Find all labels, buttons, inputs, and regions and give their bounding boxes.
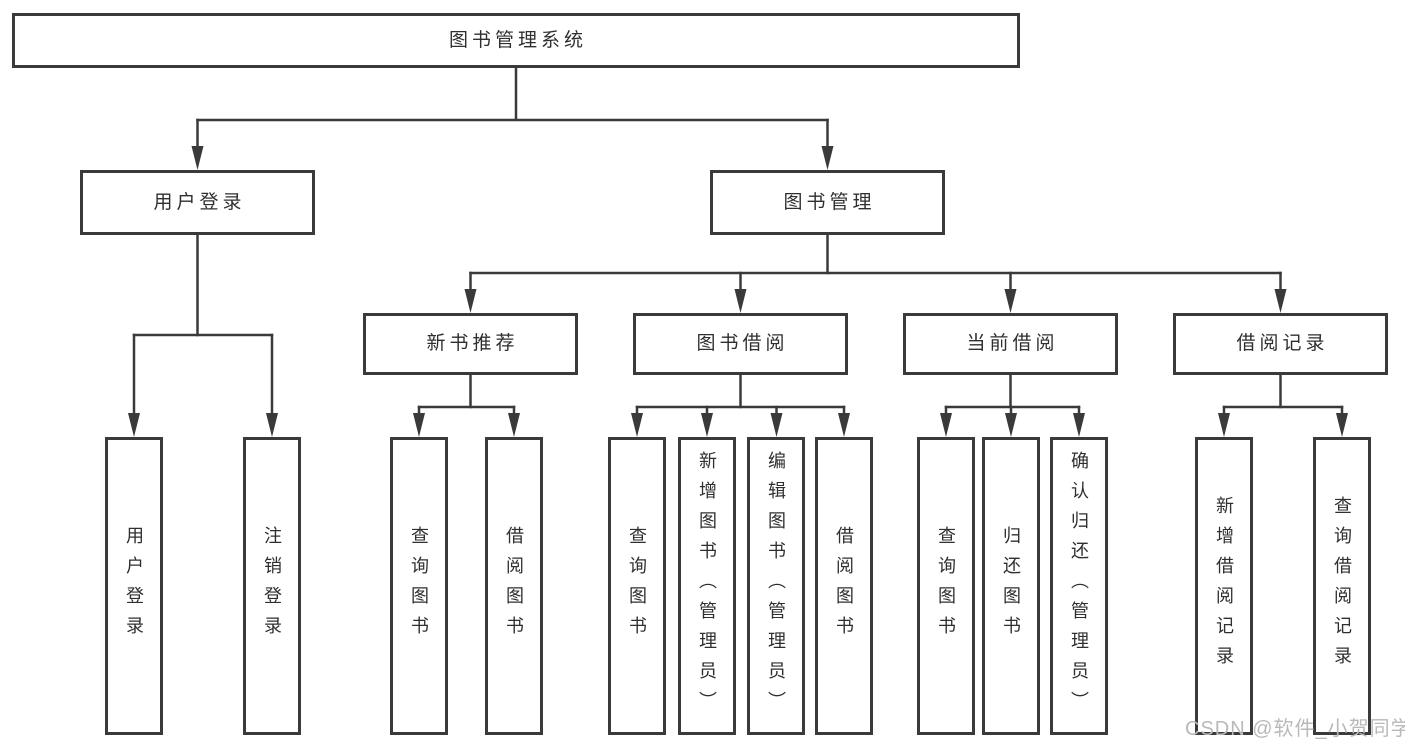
node-borrow-records: 借阅记录 [1173,313,1388,375]
leaf-query-books-2: 查询图书 [608,437,666,735]
leaf-add-borrow-record: 新增借阅记录 [1195,437,1253,735]
node-user-login: 用户登录 [80,170,315,235]
leaf-add-book-admin: 新增图书（管理员） [678,437,736,735]
leaf-query-books-3: 查询图书 [917,437,975,735]
leaf-query-borrow-record: 查询借阅记录 [1313,437,1371,735]
watermark-text: CSDN @软件_小贺同学 [1185,718,1405,740]
leaf-borrow-books-2: 借阅图书 [815,437,873,735]
leaf-return-books: 归还图书 [982,437,1040,735]
leaf-logout: 注销登录 [243,437,301,735]
leaf-borrow-books-1: 借阅图书 [485,437,543,735]
node-book-management: 图书管理 [710,170,945,235]
node-new-book-recommend: 新书推荐 [363,313,578,375]
leaf-confirm-return-admin: 确认归还（管理员） [1050,437,1108,735]
leaf-edit-book-admin: 编辑图书（管理员） [747,437,805,735]
node-current-borrow: 当前借阅 [903,313,1118,375]
leaf-user-login: 用户登录 [105,437,163,735]
node-root: 图书管理系统 [12,13,1020,68]
leaf-query-books-1: 查询图书 [390,437,448,735]
node-book-borrow: 图书借阅 [633,313,848,375]
